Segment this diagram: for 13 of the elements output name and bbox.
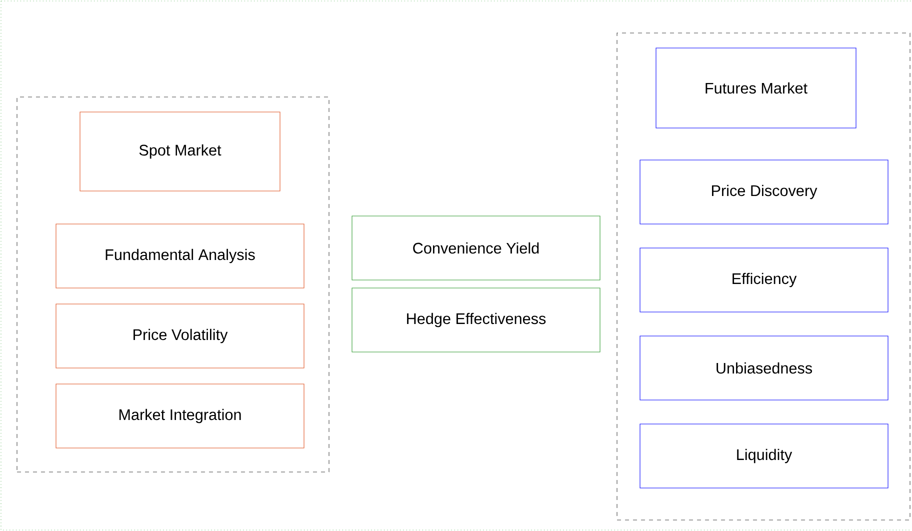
process-box: Market Integration (56, 384, 304, 448)
process-box: Convenience Yield (352, 216, 600, 280)
process-box: Hedge Effectiveness (352, 288, 600, 352)
process-box: Spot Market (80, 112, 280, 192)
process-box: Fundamental Analysis (56, 224, 304, 288)
group-box (16, 96, 330, 472)
process-box: Price Volatility (56, 304, 304, 368)
process-box: Liquidity (640, 424, 888, 488)
group-box (616, 32, 910, 520)
process-box: Unbiasedness (640, 336, 888, 400)
process-box: Futures Market (656, 48, 856, 128)
process-box: Efficiency (640, 248, 888, 312)
process-box: Price Discovery (640, 160, 888, 224)
